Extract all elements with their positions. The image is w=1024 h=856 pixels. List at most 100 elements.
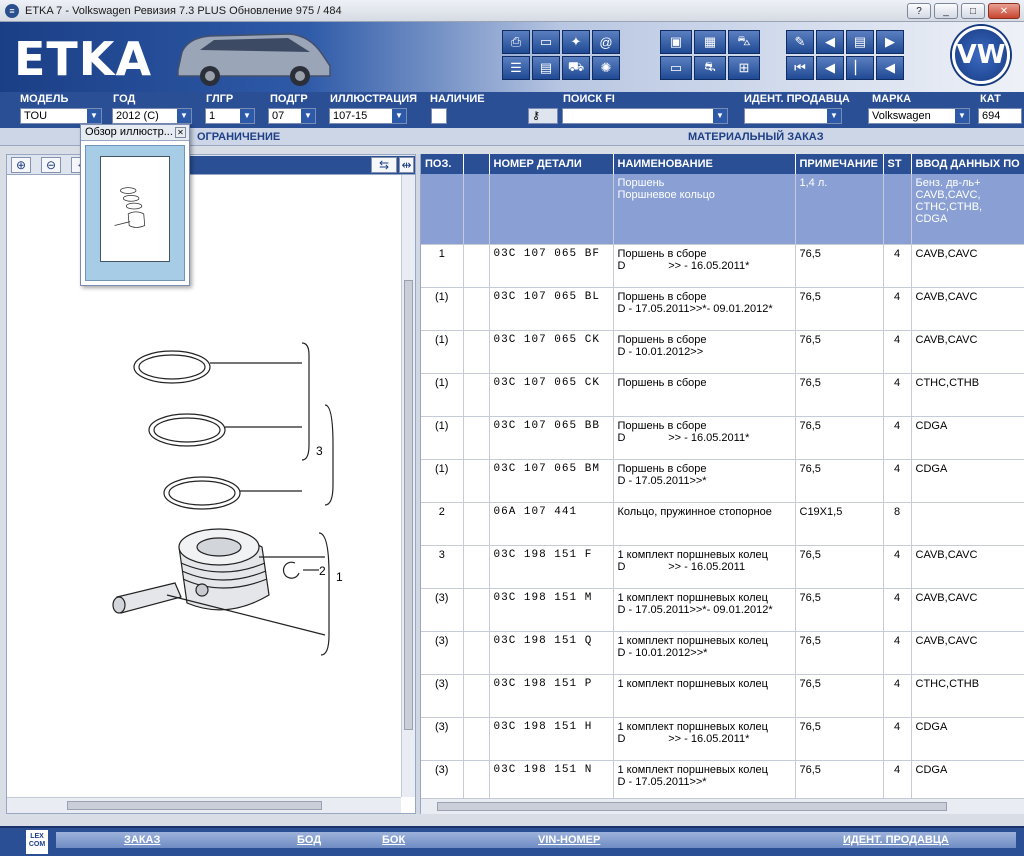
chevron-down-icon[interactable]: ▼	[240, 109, 254, 123]
monitor-icon[interactable]: ▭	[660, 56, 692, 80]
print-icon[interactable]: ⎙	[502, 30, 530, 54]
cell-note: 76,5	[795, 588, 884, 632]
maximize-button[interactable]: □	[961, 3, 985, 19]
first-icon[interactable]: ⏮	[786, 56, 814, 80]
material-order-tab[interactable]: МАТЕРИАЛЬНЫЙ ЗАКАЗ	[688, 131, 824, 143]
col-part-number[interactable]: НОМЕР ДЕТАЛИ	[489, 154, 614, 174]
brand-select[interactable]: Volkswagen▼	[868, 108, 970, 124]
prev-page-icon[interactable]: ◀	[816, 30, 844, 54]
panel-splitter[interactable]	[416, 154, 420, 814]
model-select[interactable]: TOU▼	[20, 108, 102, 124]
back-icon[interactable]: ◀	[816, 56, 844, 80]
col-note[interactable]: ПРИМЕЧАНИЕ	[795, 154, 884, 174]
overview-thumbnail[interactable]	[100, 156, 170, 262]
scroll-thumb[interactable]	[404, 280, 413, 730]
illus-select[interactable]: 107-15▼	[329, 108, 407, 124]
dealer-select[interactable]: ▼	[744, 108, 842, 124]
col-flag[interactable]	[463, 154, 490, 174]
illustration-hscroll[interactable]	[7, 797, 401, 813]
zoom-in-icon[interactable]: ⊕	[11, 157, 31, 173]
bok-link[interactable]: БОК	[382, 834, 406, 846]
chevron-down-icon[interactable]: ▼	[87, 109, 101, 123]
resize-icon[interactable]: ⇹	[399, 157, 414, 173]
sg-select[interactable]: 07▼	[268, 108, 316, 124]
chevron-down-icon[interactable]: ▼	[177, 109, 191, 123]
screen-icon[interactable]: ▭	[532, 30, 560, 54]
chevron-down-icon[interactable]: ▼	[713, 109, 727, 123]
group-row[interactable]: Поршень Поршневое кольцо 1,4 л. Бенз. дв…	[421, 174, 1024, 245]
cell-note: 76,5	[795, 717, 884, 761]
mg-select[interactable]: 1▼	[205, 108, 255, 124]
cell-name: 1 комплект поршневых колец D - 17.05.201…	[613, 588, 796, 632]
cell-name: Поршень в сборе D - 10.01.2012>>	[613, 330, 796, 374]
cars-icon[interactable]: ⛟	[562, 56, 590, 80]
year-select[interactable]: 2012 (С)▼	[112, 108, 192, 124]
parts-hscroll[interactable]	[421, 798, 1024, 814]
depot-icon[interactable]: ▦	[694, 30, 726, 54]
minimize-button[interactable]: _	[934, 3, 958, 19]
scroll-thumb[interactable]	[67, 801, 322, 810]
service-icon[interactable]: ✦	[562, 30, 590, 54]
sub-bar: ОГРАНИЧЕНИЕ МАТЕРИАЛЬНЫЙ ЗАКАЗ	[0, 128, 1024, 146]
split-view-icon[interactable]: ⇆	[371, 157, 397, 173]
chevron-down-icon[interactable]: ▼	[301, 109, 315, 123]
cell-data: CDGA	[911, 416, 1024, 460]
app-icon[interactable]: ≡	[5, 3, 19, 18]
restriction-tab[interactable]: ОГРАНИЧЕНИЕ	[197, 131, 281, 143]
email-icon[interactable]: @	[592, 30, 620, 54]
illustration-vscroll[interactable]	[401, 175, 415, 797]
col-pos[interactable]: ПОЗ.	[421, 154, 464, 174]
chevron-down-icon[interactable]: ▼	[392, 109, 406, 123]
illustration-panel: ⊕ ⊖ ⌖ ⇆ ⇹ 3 1 2	[6, 154, 416, 814]
next-doc-icon[interactable]: ▶	[876, 30, 904, 54]
year-label: ГОД	[113, 93, 136, 105]
avail-checkbox[interactable]	[431, 108, 447, 124]
key-icon[interactable]: ⚷	[528, 108, 558, 124]
close-button[interactable]: ✕	[988, 3, 1020, 19]
scroll-thumb[interactable]	[437, 802, 947, 811]
cell-data: CDGA	[911, 459, 1024, 503]
chevron-down-icon[interactable]: ▼	[955, 109, 969, 123]
car-icon[interactable]: ⛐	[694, 56, 726, 80]
help-button[interactable]: ?	[907, 3, 931, 19]
col-name[interactable]: НАИМЕНОВАНИЕ	[613, 154, 796, 174]
pin-icon[interactable]: ✎	[786, 30, 814, 54]
step-icon[interactable]: ▏	[846, 56, 874, 80]
vin-link[interactable]: VIN-НОМЕР	[538, 834, 601, 846]
dealer-id-link[interactable]: ИДЕНТ. ПРОДАВЦА	[843, 834, 949, 846]
basket-icon[interactable]: ⊞	[728, 56, 760, 80]
col-data[interactable]: ВВОД ДАННЫХ ПО	[911, 154, 1024, 174]
bod-link[interactable]: БОД	[297, 834, 322, 846]
document-icon[interactable]: ▤	[846, 30, 874, 54]
close-icon[interactable]: ✕	[175, 127, 186, 138]
callout-1: 1	[336, 570, 343, 584]
cell-part-number: 03C 107 065 CK	[489, 373, 614, 417]
elsa-icon[interactable]: ▣	[660, 30, 692, 54]
order-link[interactable]: ЗАКАЗ	[124, 834, 161, 846]
cart-icon[interactable]: ⛍	[728, 30, 760, 54]
search-fi-select[interactable]: ▼	[562, 108, 728, 124]
nora-icon[interactable]: ▤	[532, 56, 560, 80]
zoom-out-icon[interactable]: ⊖	[41, 157, 61, 173]
cell-data: CAVB,CAVC	[911, 330, 1024, 374]
col-st[interactable]: ST	[883, 154, 912, 174]
list-icon[interactable]: ☰	[502, 56, 530, 80]
wheel-icon[interactable]: ✺	[592, 56, 620, 80]
overview-thumbnail-area[interactable]	[85, 145, 185, 281]
previous-icon[interactable]: ◀	[876, 56, 904, 80]
cat-field[interactable]: 694	[978, 108, 1022, 124]
chevron-down-icon[interactable]: ▼	[827, 109, 841, 123]
